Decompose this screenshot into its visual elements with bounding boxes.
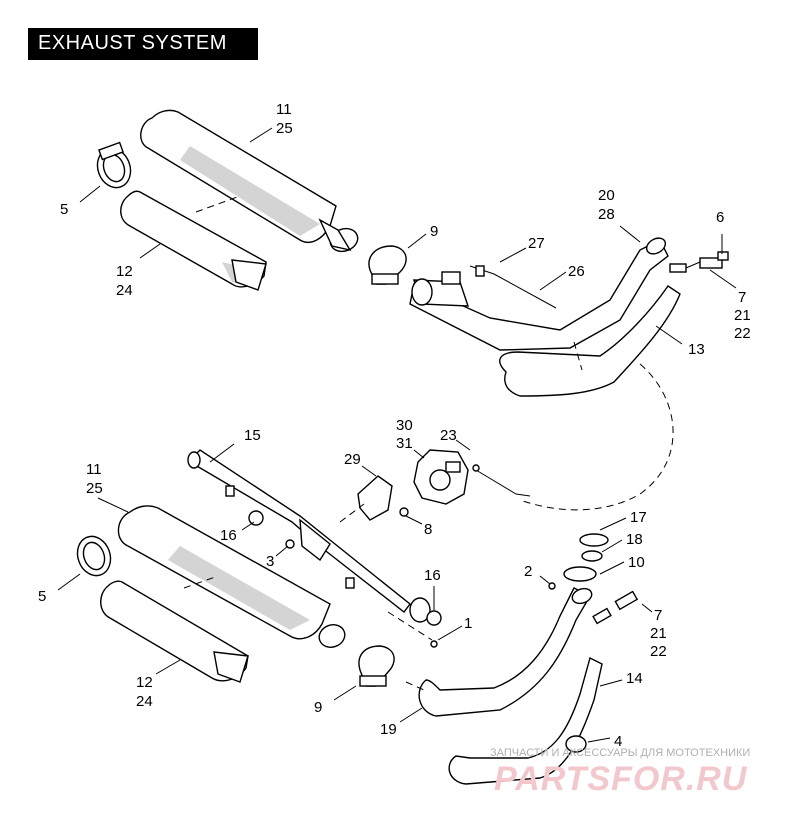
rear-header-pipe-upper <box>499 285 681 397</box>
callout-7-upper: 7 <box>738 289 746 306</box>
upper-strap-clamp <box>368 245 407 285</box>
lower-muffler <box>117 505 346 648</box>
callout-29: 29 <box>344 451 361 468</box>
upper-muffler <box>140 109 359 253</box>
screw-8 <box>399 507 409 517</box>
callout-25-upper: 25 <box>276 120 293 137</box>
flange-10 <box>563 566 597 582</box>
lower-strap-clamp <box>358 645 395 687</box>
gasket-17 <box>579 533 609 547</box>
watermark-tagline: ЗАПЧАСТИ И АКСЕССУАРЫ ДЛЯ МОТОТЕХНИКИ <box>490 747 750 759</box>
callout-13: 13 <box>688 341 705 358</box>
callout-5-lower: 5 <box>38 588 46 605</box>
callout-25-lower: 25 <box>86 480 103 497</box>
callout-26: 26 <box>568 263 585 280</box>
callout-9-lower: 9 <box>314 699 322 716</box>
callout-4: 4 <box>614 733 622 750</box>
callout-15: 15 <box>244 427 261 444</box>
callout-12-lower: 12 <box>136 674 153 691</box>
grommet-16b <box>426 610 442 626</box>
callout-6: 6 <box>716 209 724 226</box>
callout-11-upper: 11 <box>276 101 292 118</box>
callout-3: 3 <box>266 553 274 570</box>
title-bar: EXHAUST SYSTEM <box>28 28 258 60</box>
callout-27: 27 <box>528 235 545 252</box>
callout-2: 2 <box>524 563 532 580</box>
callout-21-upper: 21 <box>734 307 751 324</box>
leader-lines <box>57 127 737 743</box>
callout-24-lower: 24 <box>136 693 153 710</box>
callout-22-upper: 22 <box>734 325 751 342</box>
lower-clamp <box>76 535 112 577</box>
callout-23: 23 <box>440 427 457 444</box>
callout-16-left: 16 <box>220 527 237 544</box>
upper-heat-shield <box>120 190 267 291</box>
callout-19: 19 <box>380 721 397 738</box>
rear-header-pipe-lower <box>418 587 593 717</box>
upper-o2-sensor <box>669 251 729 273</box>
callout-8: 8 <box>424 521 432 538</box>
callout-20: 20 <box>598 187 615 204</box>
page-title: EXHAUST SYSTEM <box>38 32 227 54</box>
bracket-27 <box>475 265 485 277</box>
callout-numbers: 11 25 5 12 24 9 27 26 20 28 6 7 21 22 13… <box>38 101 751 750</box>
callout-11-lower: 11 <box>86 461 102 478</box>
callout-30: 30 <box>396 417 413 434</box>
callout-22-lower: 22 <box>650 643 667 660</box>
watermark-brand: PARTSFOR.RU <box>494 760 748 798</box>
exhaust-valve-actuator <box>413 449 469 505</box>
callout-28: 28 <box>598 206 615 223</box>
lower-heat-shield <box>100 580 249 683</box>
callout-18: 18 <box>626 531 643 548</box>
callout-21-lower: 21 <box>650 625 667 642</box>
callout-7-lower: 7 <box>654 607 662 624</box>
callout-9-upper: 9 <box>430 223 438 240</box>
screw-1 <box>430 640 438 648</box>
actuator-bracket <box>357 475 393 521</box>
callout-5-upper: 5 <box>60 201 68 218</box>
front-header-pipe <box>409 237 669 351</box>
front-header-pipe-lower <box>448 656 603 785</box>
callout-1: 1 <box>464 615 472 632</box>
callout-17: 17 <box>630 509 647 526</box>
clamp-4 <box>565 735 587 753</box>
callout-10: 10 <box>628 554 645 571</box>
actuator-cable <box>475 469 531 497</box>
grommet-16a <box>248 510 264 526</box>
retaining-ring-18 <box>581 550 603 562</box>
lower-o2-sensor <box>592 590 639 625</box>
callout-14: 14 <box>626 670 643 687</box>
callout-31: 31 <box>396 435 413 452</box>
mounting-rail <box>187 449 431 623</box>
callout-24-upper: 24 <box>116 282 133 299</box>
upper-clamp <box>96 141 132 189</box>
callout-16-right: 16 <box>424 567 441 584</box>
callout-12-upper: 12 <box>116 263 133 280</box>
watermark: ЗАПЧАСТИ И АКСЕССУАРЫ ДЛЯ МОТОТЕХНИКИ PA… <box>490 747 750 798</box>
bolt-2 <box>548 582 556 590</box>
